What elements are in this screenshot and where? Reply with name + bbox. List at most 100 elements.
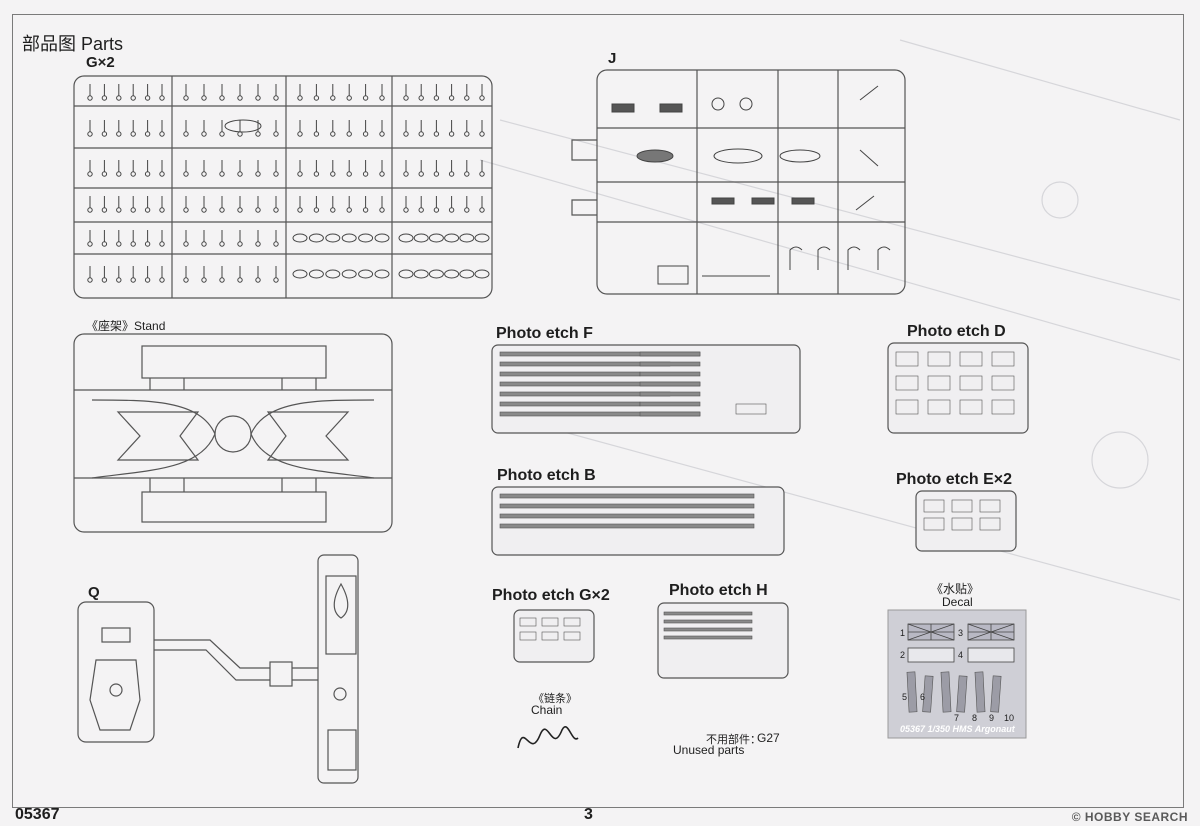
decal-number: 8	[972, 713, 978, 723]
g-part	[144, 95, 151, 101]
pe-g-part	[541, 617, 559, 627]
j-part	[711, 97, 725, 111]
g-part	[273, 95, 279, 101]
g-part	[313, 95, 320, 101]
j-part	[739, 97, 753, 111]
g-part	[159, 241, 165, 247]
sprue-q-label: Q	[88, 584, 100, 601]
decal-bar	[990, 675, 1002, 713]
g-part	[292, 233, 308, 243]
stand-label: 《座架》Stand	[86, 317, 165, 334]
pe-h-strip	[663, 611, 753, 616]
g-part	[403, 95, 409, 101]
pe-h-strip	[663, 635, 753, 640]
g-part	[330, 131, 336, 137]
g-part	[379, 131, 385, 137]
sprue-g-parts	[87, 84, 490, 283]
g-part	[433, 131, 440, 137]
g-part	[237, 241, 243, 247]
pe-g-part	[519, 617, 537, 627]
g-part	[330, 207, 336, 213]
g-part	[433, 171, 440, 177]
pe-e-part	[951, 499, 973, 513]
pe-d-part	[991, 375, 1015, 391]
g-part	[308, 233, 324, 243]
g-part	[101, 171, 108, 177]
g-part	[346, 207, 352, 213]
g-part	[130, 171, 136, 177]
g-part	[237, 277, 243, 283]
decal-number: 2	[900, 650, 906, 660]
g-part	[183, 207, 189, 213]
g-part	[464, 171, 470, 177]
g-part	[313, 171, 320, 177]
g-part	[330, 95, 336, 101]
g-part	[255, 207, 261, 213]
decal-number: 1	[900, 628, 906, 638]
g-part	[144, 207, 151, 213]
g-part	[219, 95, 225, 101]
g-part	[201, 131, 207, 137]
g-part	[87, 171, 93, 177]
pe-g-part	[563, 617, 581, 627]
g-part	[144, 171, 151, 177]
decal-number: 9	[989, 713, 995, 723]
g-part	[273, 131, 279, 137]
g-part	[130, 241, 136, 247]
g-part	[183, 277, 189, 283]
g-part	[144, 277, 151, 283]
g-part	[464, 131, 470, 137]
g-part	[273, 241, 279, 247]
g-part	[255, 131, 261, 137]
photo-etch-d-label: Photo etch D	[907, 323, 1006, 340]
g-part	[116, 171, 122, 177]
photo-etch-g-label: Photo etch G×2	[492, 587, 610, 604]
g-part	[398, 269, 414, 279]
g-part	[183, 171, 189, 177]
g-part	[201, 207, 207, 213]
page-number: 3	[584, 806, 593, 823]
g-part	[219, 241, 225, 247]
chain-label-en: Chain	[531, 703, 563, 717]
g-part	[418, 95, 424, 101]
j-part	[855, 195, 875, 211]
g-part	[219, 207, 225, 213]
g-part	[116, 95, 122, 101]
decal-label-en: Decal	[942, 595, 973, 609]
g-part	[346, 95, 352, 101]
g-part	[398, 233, 414, 243]
pe-b-strip	[499, 493, 755, 499]
decal-caption: 05367 1/350 HMS Argonaut	[900, 724, 1015, 734]
g-part	[325, 269, 341, 279]
g-part	[433, 207, 440, 213]
pe-e-part	[979, 517, 1001, 531]
g-part	[87, 131, 93, 137]
j-part	[877, 246, 891, 270]
pe-e-part	[951, 517, 973, 531]
pe-f-strip	[639, 391, 701, 397]
j-part	[751, 197, 775, 205]
g-part	[183, 131, 189, 137]
g-part	[444, 269, 460, 279]
g-part	[459, 233, 475, 243]
g-part	[464, 207, 470, 213]
g-part	[444, 233, 460, 243]
g-part	[183, 95, 189, 101]
j-part	[859, 149, 879, 167]
j-part	[657, 265, 689, 285]
g-part	[237, 95, 243, 101]
pe-d-part	[959, 375, 983, 391]
page-border	[12, 14, 1184, 808]
g-part	[330, 171, 336, 177]
pe-f-strip	[639, 351, 701, 357]
g-part	[87, 207, 93, 213]
j-part	[817, 246, 831, 270]
g-part	[255, 277, 261, 283]
g-part	[358, 233, 374, 243]
stand-label-en: Stand	[134, 319, 166, 333]
g-part	[297, 207, 303, 213]
chain-label-cn: 《链条》	[533, 693, 577, 705]
pe-e-part	[923, 517, 945, 531]
